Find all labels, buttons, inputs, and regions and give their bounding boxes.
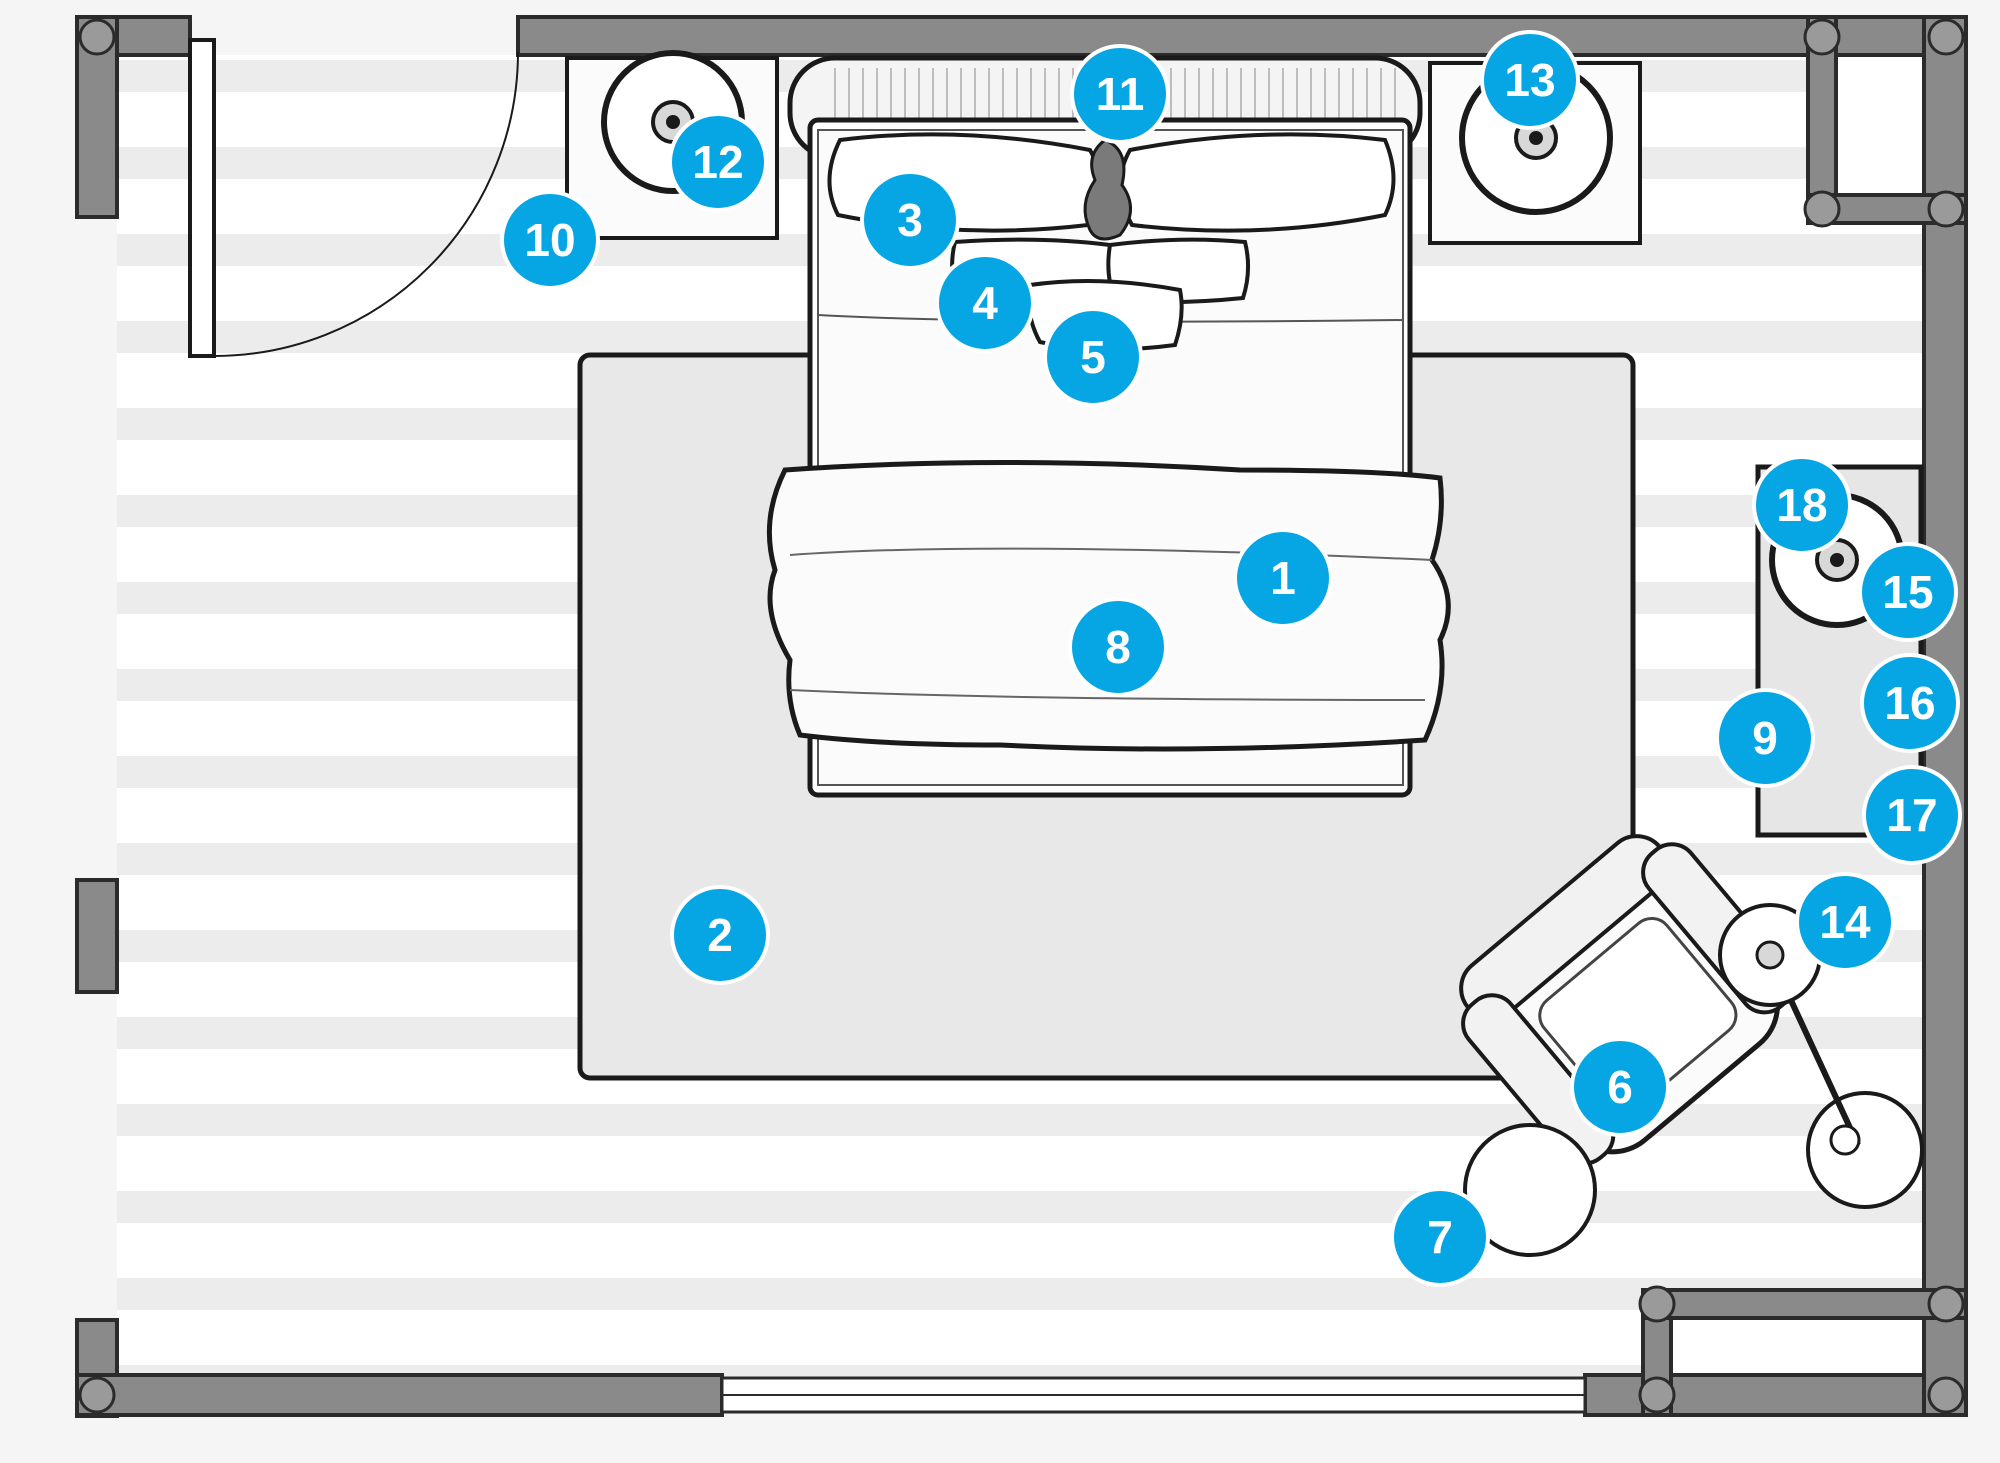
- item-marker[interactable]: 2: [670, 885, 770, 985]
- joint: [78, 18, 116, 56]
- marker-circle[interactable]: [860, 170, 960, 270]
- duvet-fold: [789, 689, 1426, 701]
- marker-circle[interactable]: [935, 253, 1035, 353]
- door-swing-arc: [213, 51, 519, 357]
- item-marker[interactable]: 14: [1795, 872, 1895, 972]
- marker-label: 13: [1504, 54, 1555, 106]
- armchair-arm-left: [1461, 993, 1616, 1166]
- item-marker[interactable]: 3: [860, 170, 960, 270]
- marker-label: 5: [1080, 331, 1106, 383]
- marker-circle[interactable]: [1233, 528, 1333, 628]
- lamp-bulb-left: [666, 115, 680, 129]
- marker-label: 10: [524, 214, 575, 266]
- marker-label: 1: [1270, 552, 1296, 604]
- marker-circle[interactable]: [670, 885, 770, 985]
- item-marker[interactable]: 4: [935, 253, 1035, 353]
- item-marker[interactable]: 17: [1862, 765, 1962, 865]
- marker-label: 2: [707, 909, 733, 961]
- floor-stripe: [117, 1191, 1924, 1223]
- item-marker[interactable]: 12: [668, 112, 768, 212]
- marker-label: 12: [692, 136, 743, 188]
- floor-stripe: [117, 1278, 1924, 1310]
- dresser-lamp-bulb: [1830, 553, 1844, 567]
- marker-label: 6: [1607, 1061, 1633, 1113]
- joint: [1638, 1376, 1676, 1414]
- item-marker[interactable]: 16: [1860, 653, 1960, 753]
- joint: [1927, 18, 1965, 56]
- closet-bottom-right: [1669, 1316, 1926, 1377]
- joint: [1803, 190, 1841, 228]
- armchair: [1459, 834, 1796, 1166]
- round-ottoman: [1463, 1123, 1597, 1257]
- marker-label: 3: [897, 194, 923, 246]
- item-marker[interactable]: 1: [1233, 528, 1333, 628]
- throw-pillow-center-dark: [1083, 138, 1132, 241]
- joint: [1638, 1285, 1676, 1323]
- wall-joints: [78, 18, 1965, 1414]
- marker-circle[interactable]: [1070, 44, 1170, 144]
- marker-label: 17: [1886, 789, 1937, 841]
- wall-bottom-left: [75, 1373, 724, 1417]
- item-marker[interactable]: 8: [1068, 597, 1168, 697]
- item-marker[interactable]: 9: [1715, 688, 1815, 788]
- door: [188, 38, 519, 358]
- marker-circle[interactable]: [1752, 455, 1852, 555]
- item-marker[interactable]: 18: [1752, 455, 1852, 555]
- joint: [1927, 1285, 1965, 1323]
- item-markers: 1 2 3 4 5 6 7 8: [500, 30, 1962, 1287]
- marker-circle[interactable]: [668, 112, 768, 212]
- marker-circle[interactable]: [1043, 307, 1143, 407]
- joint: [78, 1376, 116, 1414]
- lamp-bulb-right: [1529, 131, 1543, 145]
- marker-circle[interactable]: [1858, 542, 1958, 642]
- marker-label: 9: [1752, 712, 1778, 764]
- floor-lamp-base: [1806, 1091, 1924, 1209]
- marker-circle[interactable]: [1715, 688, 1815, 788]
- marker-label: 7: [1427, 1211, 1453, 1263]
- floor-lamp-bulb: [1829, 1124, 1861, 1156]
- pillow-sleeping-right: [1118, 132, 1396, 233]
- marker-circle[interactable]: [1860, 653, 1960, 753]
- marker-label: 15: [1882, 566, 1933, 618]
- marker-circle[interactable]: [1862, 765, 1962, 865]
- marker-label: 11: [1096, 68, 1145, 120]
- marker-circle[interactable]: [1480, 30, 1580, 130]
- marker-circle[interactable]: [1570, 1037, 1670, 1137]
- wall-left-mid: [75, 878, 119, 994]
- item-marker[interactable]: 5: [1043, 307, 1143, 407]
- wall-top: [516, 15, 1968, 57]
- item-marker[interactable]: 10: [500, 190, 600, 290]
- marker-label: 18: [1776, 479, 1827, 531]
- joint: [1927, 1376, 1965, 1414]
- marker-circle[interactable]: [500, 190, 600, 290]
- item-marker[interactable]: 15: [1858, 542, 1958, 642]
- marker-circle[interactable]: [1795, 872, 1895, 972]
- floor-lamp: [1718, 903, 1924, 1209]
- marker-label: 4: [972, 277, 998, 329]
- joint: [1927, 190, 1965, 228]
- closet-top-right: [1834, 53, 1926, 197]
- marker-circle[interactable]: [1390, 1187, 1490, 1287]
- closet-bottom-right-wall-top: [1641, 1288, 1968, 1320]
- item-marker[interactable]: 13: [1480, 30, 1580, 130]
- door-leaf: [188, 38, 216, 358]
- marker-circle[interactable]: [1068, 597, 1168, 697]
- marker-label: 16: [1884, 677, 1935, 729]
- marker-label: 8: [1105, 621, 1131, 673]
- joint: [1803, 18, 1841, 56]
- floor-lamp-head: [1755, 940, 1785, 970]
- item-marker[interactable]: 7: [1390, 1187, 1490, 1287]
- item-marker[interactable]: 6: [1570, 1037, 1670, 1137]
- marker-label: 14: [1819, 896, 1871, 948]
- item-marker[interactable]: 11: [1070, 44, 1170, 144]
- window-bottom: [720, 1376, 1587, 1414]
